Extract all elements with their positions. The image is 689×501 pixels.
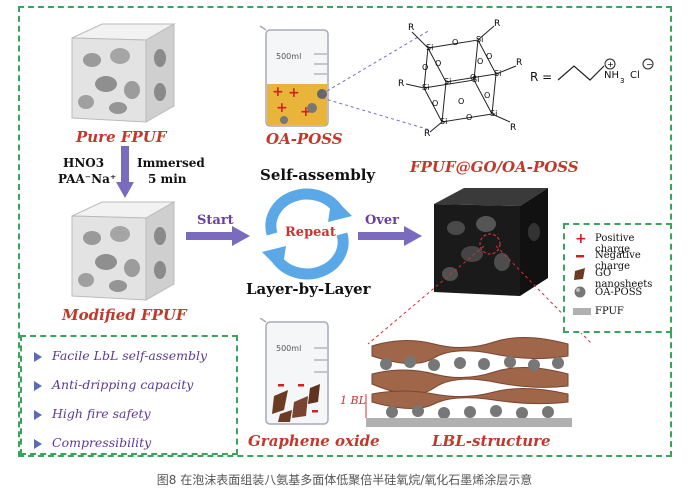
graphene-beaker [258,318,338,428]
svg-text:R: R [408,23,414,33]
svg-text:Si: Si [440,117,447,126]
legend-fpuf: FPUF [595,306,624,317]
svg-text:R: R [494,19,500,29]
poss-cage-structure: R R R R R R Si Si Si Si Si Si Si Si O O … [398,18,528,136]
product-label: FPUF@GO/OA-POSS [410,158,579,176]
minus-icon [573,249,587,263]
svg-text:O: O [470,73,476,82]
lbl-structure [364,332,576,428]
r-equals-label: R = [530,70,552,84]
start-arrow [186,226,250,246]
triangle-bullet-icon [34,410,42,420]
svg-text:+: + [575,231,587,245]
immersed-label: Immersed [137,156,205,170]
svg-text:O: O [432,99,438,108]
feature-item: Anti-dripping capacity [34,377,193,392]
pure-fpuf-label: Pure FPUF [76,128,167,146]
self-assembly-label: Self-assembly [260,166,375,184]
svg-text:O: O [484,91,490,100]
svg-text:Si: Si [476,35,483,44]
svg-text:Si: Si [494,69,501,78]
svg-text:Si: Si [426,43,433,52]
five-min-label: 5 min [148,172,187,186]
triangle-bullet-icon [34,381,42,391]
legend: + Positive charge Negative charge GO nan… [563,223,672,333]
features-box: Facile LbL self-assembly Anti-dripping c… [20,335,238,455]
svg-text:O: O [422,63,428,72]
svg-text:+: + [288,85,300,101]
plus-icon: + [573,231,587,245]
svg-text:O: O [452,38,458,47]
feature-item: High fire safety [34,406,151,421]
figure-caption: 图8 在泡沫表面组装八氨基多面体低聚倍半硅氧烷/氧化石墨烯涂层示意 [0,471,689,488]
charge-symbols: + − [604,58,658,72]
svg-text:O: O [435,59,441,68]
bar-icon [573,307,591,317]
modified-fpuf-cube [62,196,180,306]
triangle-bullet-icon [34,352,42,362]
feature-item: Compressibility [34,435,151,450]
sphere-icon [573,285,587,299]
svg-text:O: O [486,52,492,61]
one-bl-label: 1 BL [340,394,366,407]
feature-item: Facile LbL self-assembly [34,348,207,363]
go-sheet-icon [573,267,587,281]
beaker-volume-label-2: 500ml [276,344,301,353]
svg-text:O: O [458,97,464,106]
legend-oaposs: OA-POSS [595,287,642,298]
down-arrow [116,146,134,198]
svg-text:O: O [477,57,483,66]
paa-label: PAA⁻Na⁺ [58,172,116,186]
svg-text:R: R [510,123,516,133]
beaker-volume-label: 500ml [276,52,301,61]
svg-text:O: O [466,113,472,122]
modified-fpuf-label: Modified FPUF [62,306,187,324]
svg-text:−: − [646,60,653,69]
svg-text:R: R [398,79,404,89]
subscript-3: 3 [620,76,626,84]
svg-text:Si: Si [422,83,429,92]
pure-fpuf-cube [62,18,180,128]
svg-text:+: + [607,60,614,69]
svg-text:Si: Si [490,109,497,118]
repeat-label: Repeat [285,225,336,240]
svg-text:Si: Si [444,77,451,86]
hno3-label: HNO3 [63,156,104,170]
svg-text:R: R [516,58,522,68]
lbl-structure-label: LBL-structure [432,432,551,450]
layer-by-layer-label: Layer-by-Layer [246,280,371,298]
svg-text:R: R [424,129,430,136]
svg-text:3: 3 [620,77,624,84]
svg-text:+: + [272,84,284,100]
graphene-label: Graphene oxide [248,432,380,450]
triangle-bullet-icon [34,439,42,449]
svg-text:+: + [276,100,288,116]
